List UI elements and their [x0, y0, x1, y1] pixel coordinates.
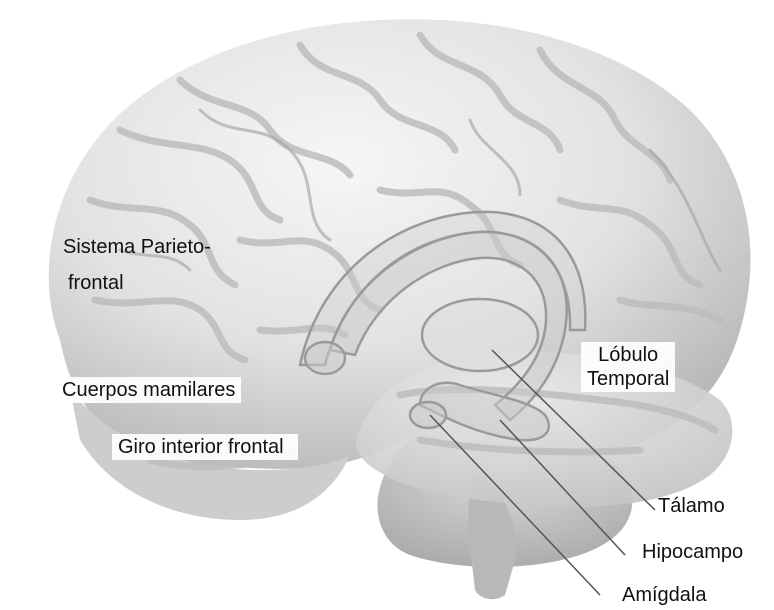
amygdala-shape: [410, 402, 446, 428]
label-lobulo-temporal-line2: Temporal: [587, 367, 669, 391]
label-sistema-parietofrontal-line2: frontal: [68, 271, 124, 295]
label-lobulo-temporal-line1: Lóbulo: [587, 343, 669, 367]
label-talamo: Tálamo: [658, 494, 725, 518]
label-sistema-parietofrontal-line1: Sistema Parieto-: [63, 235, 211, 259]
label-giro-interior-frontal: Giro interior frontal: [112, 434, 298, 460]
mammillary-body-shape: [305, 342, 345, 374]
label-amigdala: Amígdala: [622, 583, 707, 607]
label-cuerpos-mamilares: Cuerpos mamilares: [56, 377, 241, 403]
label-lobulo-temporal: Lóbulo Temporal: [581, 342, 675, 392]
label-hipocampo: Hipocampo: [642, 540, 743, 564]
thalamus-shape: [422, 299, 538, 371]
